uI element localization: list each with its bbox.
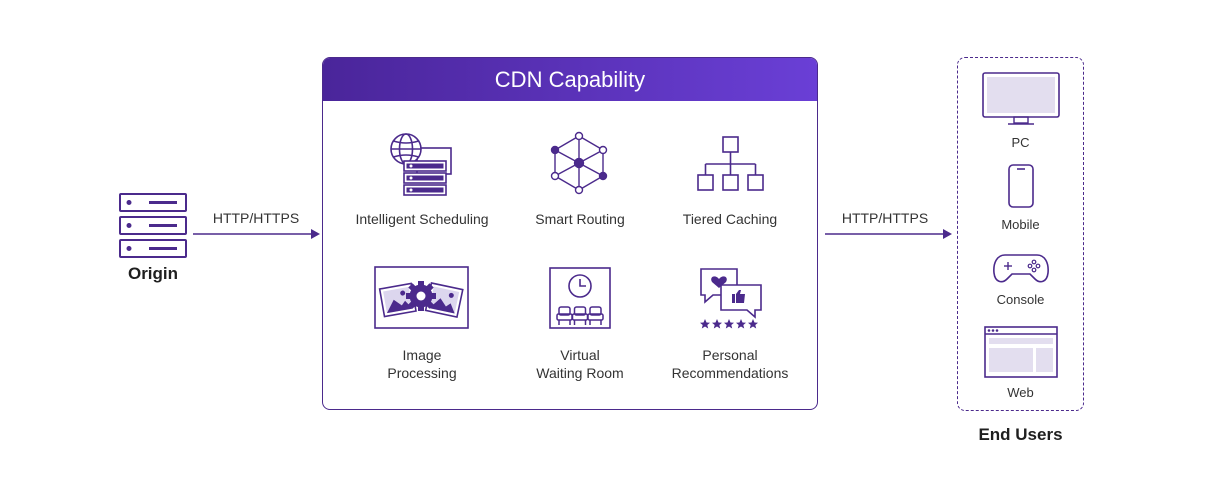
capability-label-virtual-waiting-room: Virtual Waiting Room [536,347,624,381]
hierarchy-icon [697,136,765,192]
right-arrow [825,228,953,240]
end-users-label: End Users [978,425,1063,444]
origin-label: Origin [127,264,179,283]
capability-label-smart-routing: Smart Routing [535,211,625,227]
cdn-capability-panel: CDN Capability [322,57,818,410]
capability-label-intelligent-scheduling: Intelligent Scheduling [355,211,489,227]
recommendation-icon [699,267,763,331]
browser-icon [984,326,1058,378]
capability-label-tiered-caching: Tiered Caching [682,211,778,227]
image-gear-icon [374,266,469,329]
end-users-panel [957,57,1084,411]
waiting-room-icon [549,267,611,329]
globe-server-icon [389,131,453,196]
left-protocol-label: HTTP/HTTPS [212,210,300,226]
phone-icon [1008,164,1034,208]
monitor-icon [982,72,1060,128]
capability-label-personal-recommendations: Personal Recommendations [671,347,789,381]
capability-label-image-processing: Image Processing [387,347,457,381]
device-label-web: Web [1007,385,1034,400]
network-nodes-icon [550,131,609,195]
device-label-console: Console [996,292,1045,307]
left-arrow [193,228,321,240]
server-icon [119,193,187,259]
device-label-pc: PC [1011,135,1030,150]
gamepad-icon [993,253,1049,285]
cdn-capability-title: CDN Capability [323,58,817,101]
device-label-mobile: Mobile [1001,217,1040,232]
right-protocol-label: HTTP/HTTPS [841,210,929,226]
